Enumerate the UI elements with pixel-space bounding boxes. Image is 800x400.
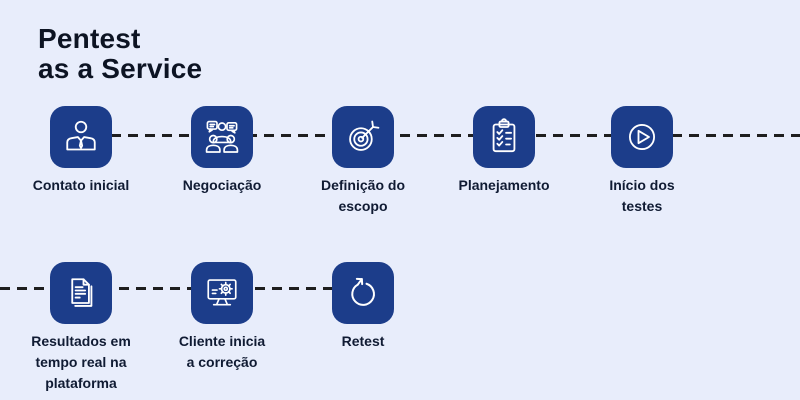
monitor-gear-icon [191,262,253,324]
step-contato-inicial: Contato inicial [6,106,156,196]
target-dart-icon [332,106,394,168]
clipboard-checklist-icon [473,106,535,168]
play-circle-icon [611,106,673,168]
step-label: Negociação [182,177,262,193]
step-label: Resultados em tempo real na plataforma [31,333,131,391]
step-negociacao: Negociação [147,106,297,196]
report-document-icon [50,262,112,324]
step-retest: Retest [288,262,438,352]
people-negotiation-icon [191,106,253,168]
retest-refresh-icon [332,262,394,324]
step-label: Retest [341,333,385,349]
step-label: Cliente inicia a correção [178,333,266,370]
flow-connector-top [60,134,800,137]
title-line-2: as a Service [38,53,203,84]
step-label: Início dos testes [609,177,675,214]
step-label: Planejamento [458,177,550,193]
step-cliente-correcao: Cliente inicia a correção [147,262,297,373]
step-planejamento: Planejamento [429,106,579,196]
step-label: Definição do escopo [320,177,405,214]
title-line-1: Pentest [38,23,141,54]
business-person-icon [50,106,112,168]
step-label: Contato inicial [32,177,130,193]
step-definicao-do-escopo: Definição do escopo [288,106,438,217]
flow-connector-bottom [0,287,380,290]
step-inicio-dos-testes: Início dos testes [567,106,717,217]
step-resultados-plataforma: Resultados em tempo real na plataforma [6,262,156,394]
